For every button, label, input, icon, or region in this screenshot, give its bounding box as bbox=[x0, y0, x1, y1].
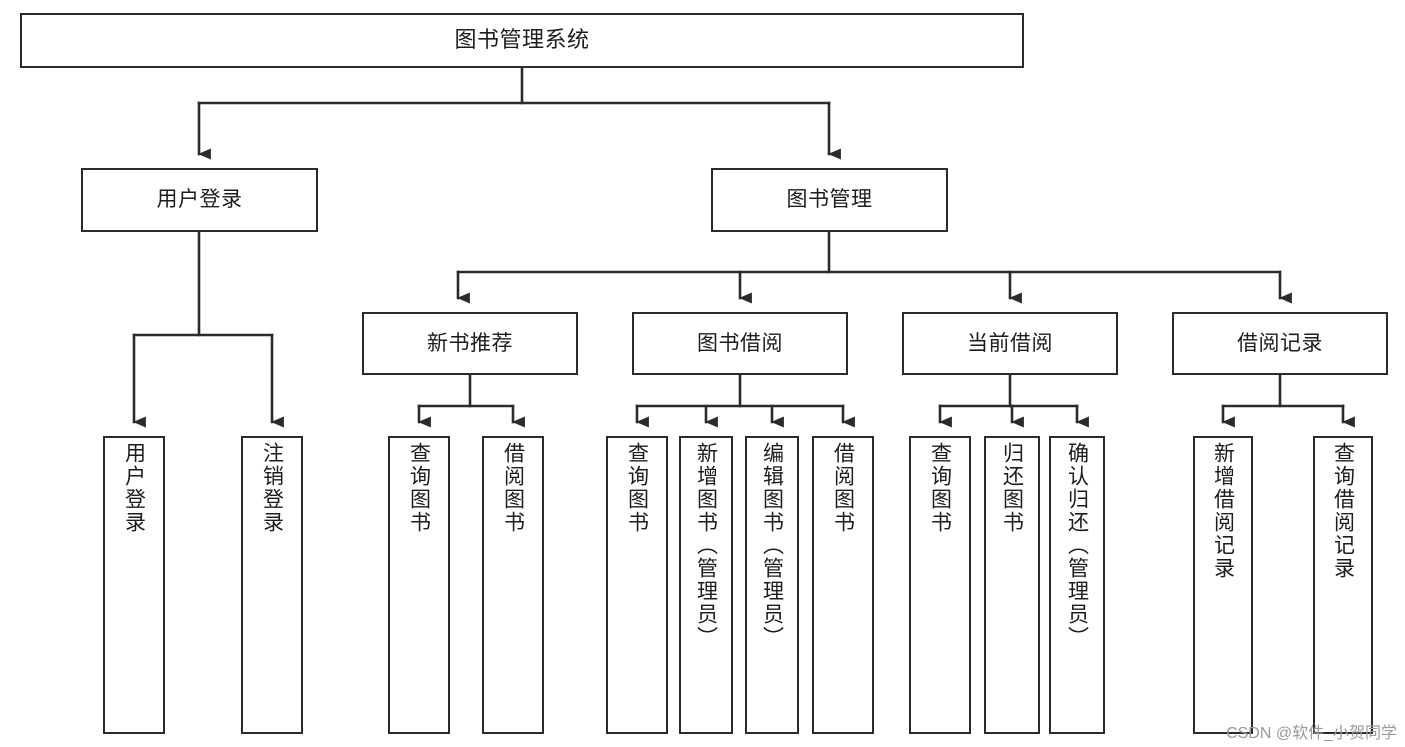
node-leaf-borrow-book-2[interactable]: 借阅图书 bbox=[812, 436, 874, 734]
node-leaf-user-logout-label: 注销登录 bbox=[260, 442, 284, 534]
node-leaf-return-book-label: 归还图书 bbox=[1000, 442, 1024, 534]
node-leaf-confirm-return-label: 确认归还（管理员） bbox=[1065, 442, 1089, 649]
node-leaf-user-logout[interactable]: 注销登录 bbox=[241, 436, 303, 734]
node-leaf-query-book-1[interactable]: 查询图书 bbox=[388, 436, 450, 734]
node-leaf-add-book[interactable]: 新增图书（管理员） bbox=[679, 436, 733, 734]
node-leaf-borrow-book-1[interactable]: 借阅图书 bbox=[482, 436, 544, 734]
node-leaf-user-login[interactable]: 用户登录 bbox=[103, 436, 165, 734]
node-book-manage[interactable]: 图书管理 bbox=[711, 168, 948, 232]
node-leaf-edit-book[interactable]: 编辑图书（管理员） bbox=[745, 436, 799, 734]
node-leaf-add-book-label: 新增图书（管理员） bbox=[694, 442, 718, 649]
node-current-borrow[interactable]: 当前借阅 bbox=[902, 312, 1118, 375]
node-root-label: 图书管理系统 bbox=[454, 27, 590, 53]
node-leaf-query-book-3-label: 查询图书 bbox=[928, 442, 952, 534]
node-leaf-add-record-label: 新增借阅记录 bbox=[1211, 442, 1235, 580]
node-leaf-query-book-3[interactable]: 查询图书 bbox=[909, 436, 971, 734]
node-leaf-borrow-book-2-label: 借阅图书 bbox=[831, 442, 855, 534]
node-book-borrow[interactable]: 图书借阅 bbox=[632, 312, 848, 375]
node-borrow-record[interactable]: 借阅记录 bbox=[1172, 312, 1388, 375]
node-user-login[interactable]: 用户登录 bbox=[81, 168, 318, 232]
node-leaf-query-book-1-label: 查询图书 bbox=[407, 442, 431, 534]
node-leaf-query-book-2[interactable]: 查询图书 bbox=[606, 436, 668, 734]
node-root[interactable]: 图书管理系统 bbox=[20, 13, 1024, 68]
node-leaf-confirm-return[interactable]: 确认归还（管理员） bbox=[1049, 436, 1105, 734]
node-leaf-query-book-2-label: 查询图书 bbox=[625, 442, 649, 534]
node-current-borrow-label: 当前借阅 bbox=[967, 331, 1053, 355]
node-leaf-query-record-label: 查询借阅记录 bbox=[1331, 442, 1355, 580]
node-book-borrow-label: 图书借阅 bbox=[697, 331, 783, 355]
node-leaf-return-book[interactable]: 归还图书 bbox=[984, 436, 1040, 734]
node-leaf-borrow-book-1-label: 借阅图书 bbox=[501, 442, 525, 534]
node-borrow-record-label: 借阅记录 bbox=[1237, 331, 1323, 355]
node-leaf-user-login-label: 用户登录 bbox=[122, 442, 146, 534]
node-leaf-query-record[interactable]: 查询借阅记录 bbox=[1313, 436, 1373, 734]
node-new-book-rec[interactable]: 新书推荐 bbox=[362, 312, 578, 375]
node-leaf-edit-book-label: 编辑图书（管理员） bbox=[760, 442, 784, 649]
node-leaf-add-record[interactable]: 新增借阅记录 bbox=[1193, 436, 1253, 734]
watermark-text: CSDN @软件_小贺同学 bbox=[1226, 725, 1397, 742]
node-new-book-rec-label: 新书推荐 bbox=[427, 331, 513, 355]
node-book-manage-label: 图书管理 bbox=[786, 188, 873, 212]
node-user-login-label: 用户登录 bbox=[156, 188, 243, 212]
